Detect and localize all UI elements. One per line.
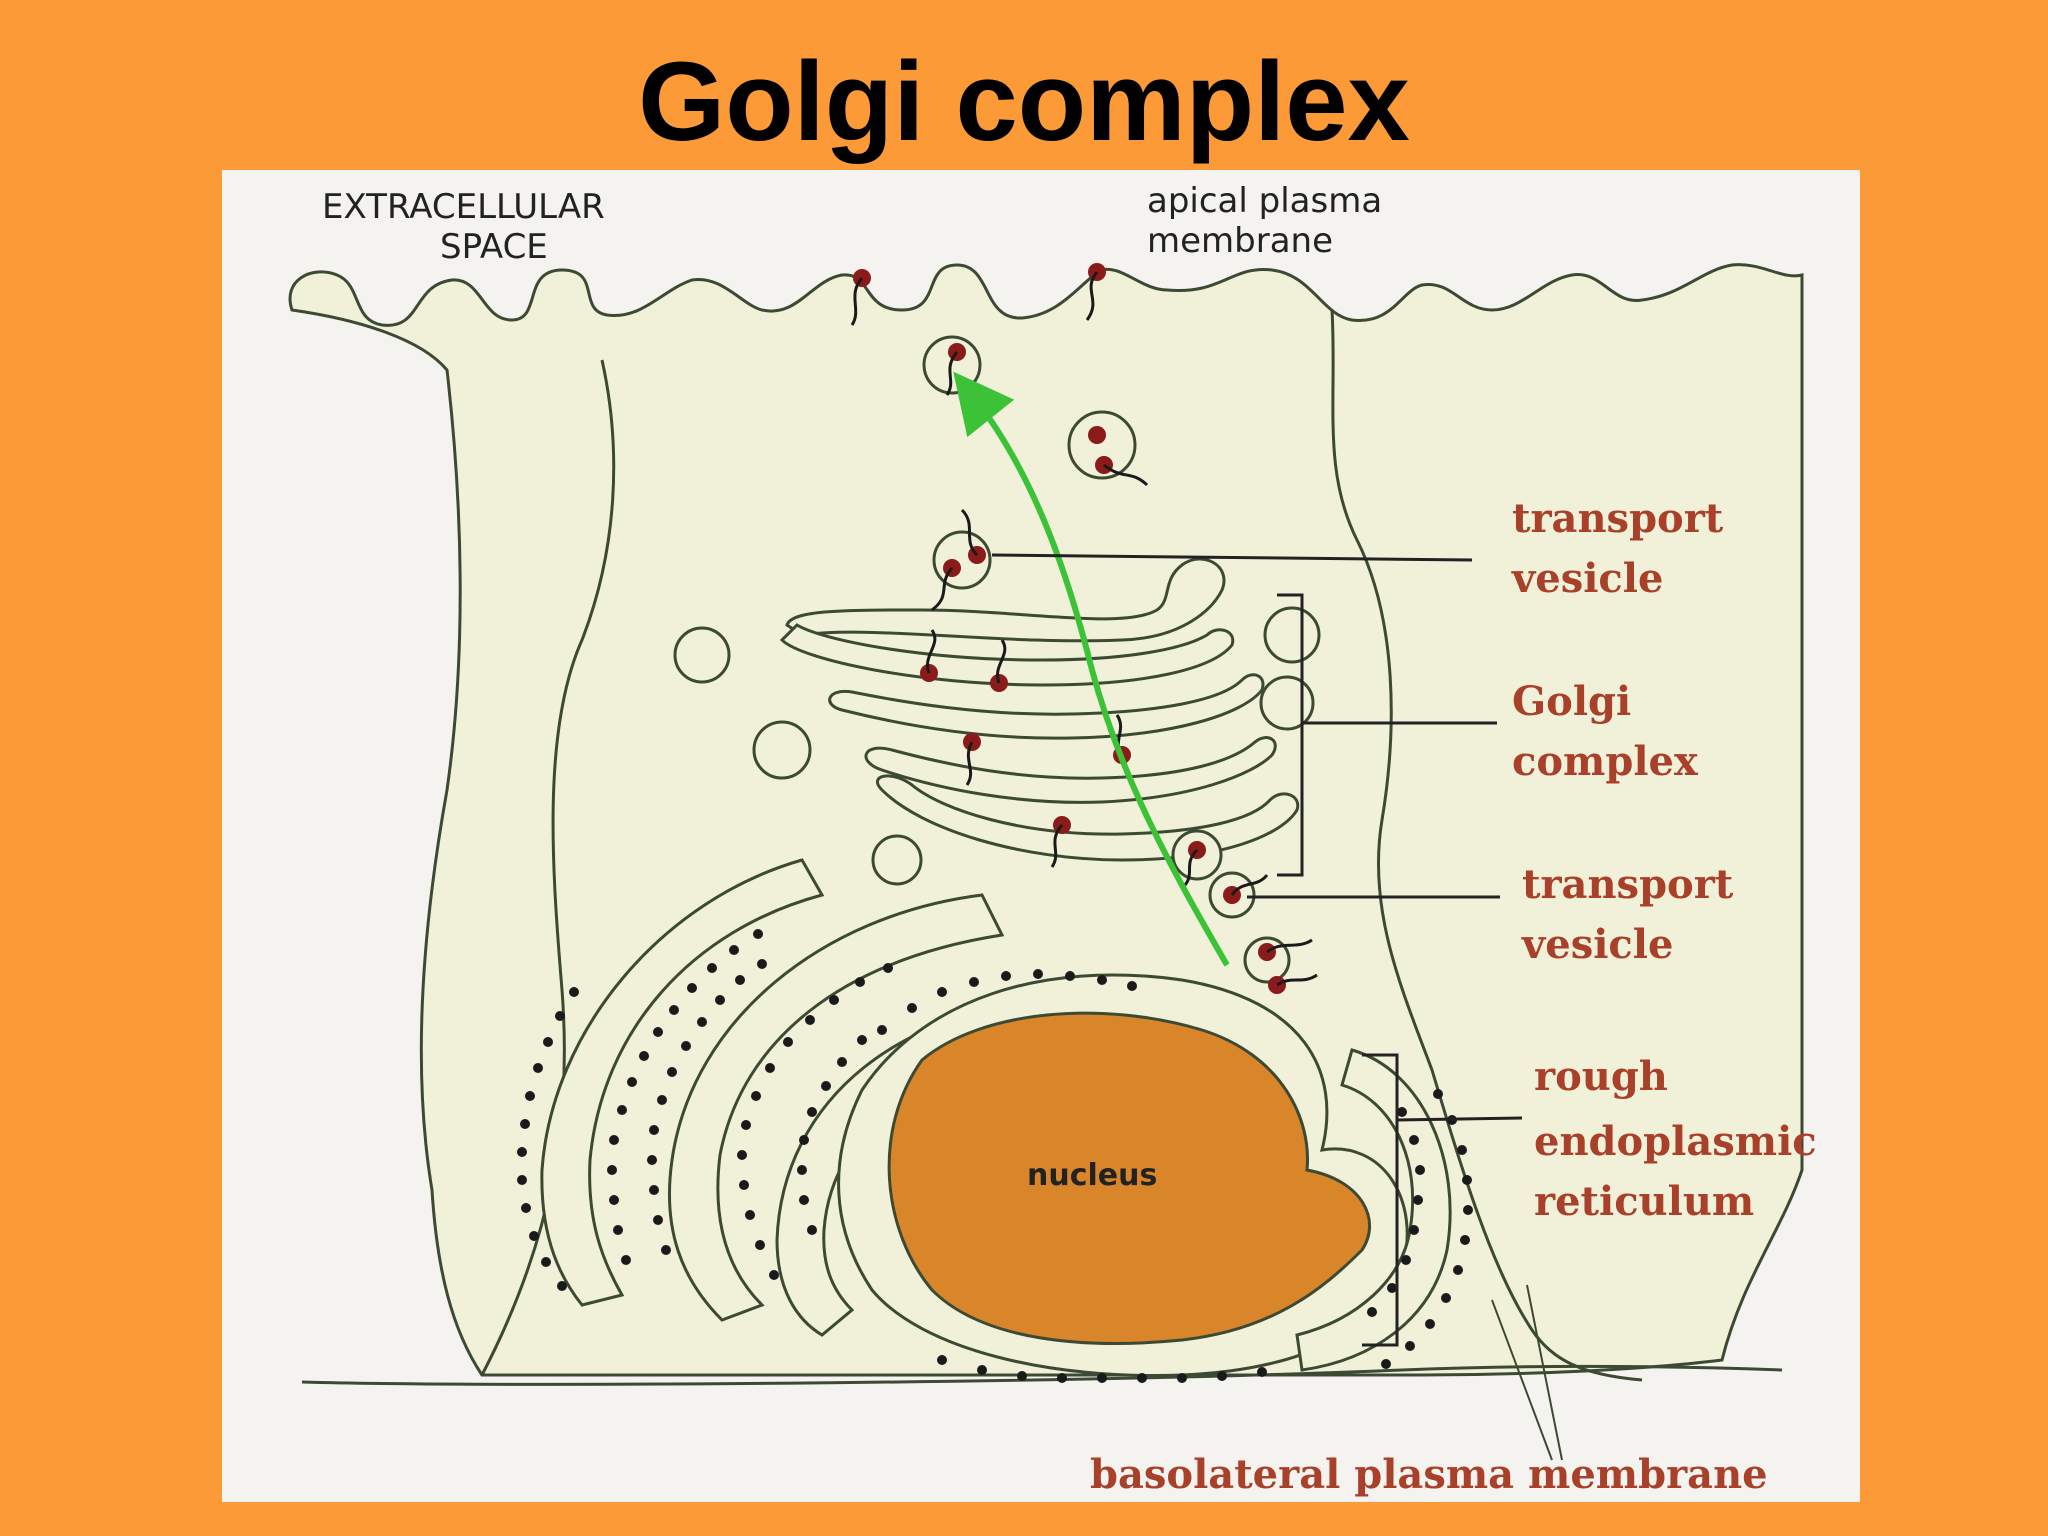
transport-vesicle-top-label-line1: transport bbox=[1512, 495, 1724, 542]
basolateral-baseline bbox=[301, 1364, 1783, 1386]
apical-membrane-label-line1: apical plasma bbox=[1147, 181, 1382, 221]
basolateral-pointer-2 bbox=[1526, 1284, 1563, 1461]
rer-cisterna-right bbox=[1295, 1048, 1452, 1372]
extracellular-space-label-line2: SPACE bbox=[440, 227, 548, 267]
golgi-bracket bbox=[1277, 593, 1497, 877]
golgi-diagram-svg: nucleus bbox=[288, 181, 1817, 1498]
golgi-complex-label-line2: complex bbox=[1512, 738, 1699, 785]
right-cell-boundary bbox=[1330, 309, 1643, 1382]
rer-bracket bbox=[1362, 1053, 1523, 1347]
transport-vesicle-bottom-label-line1: transport bbox=[1522, 861, 1734, 908]
transport-vesicle-top-label-line2: vesicle bbox=[1511, 555, 1663, 602]
golgi-cisterna-2 bbox=[779, 623, 1235, 687]
rer-label-line2: endoplasmic bbox=[1534, 1118, 1817, 1165]
slide-title: Golgi complex bbox=[638, 39, 1410, 164]
golgi-cisterna-4 bbox=[864, 736, 1277, 804]
nucleus-label: nucleus bbox=[1027, 1158, 1157, 1193]
ribosomes bbox=[517, 929, 1473, 1383]
golgi-complex-label-line1: Golgi bbox=[1512, 678, 1631, 725]
golgi-cisterna-1 bbox=[785, 557, 1226, 643]
basolateral-membrane-label: basolateral plasma membrane bbox=[1090, 1451, 1768, 1498]
secretory-pathway-arrow bbox=[953, 371, 1230, 967]
nucleus bbox=[887, 1011, 1372, 1345]
golgi-cisterna-3 bbox=[828, 673, 1265, 740]
cell-body bbox=[288, 263, 1804, 1377]
extracellular-space-label-line1: EXTRACELLULAR bbox=[322, 187, 605, 227]
rer-label-line1: rough bbox=[1534, 1053, 1668, 1100]
transport-vesicle-top-leader bbox=[991, 553, 1473, 562]
basolateral-pointer-1 bbox=[1491, 1299, 1553, 1461]
rer-cisterna-middle bbox=[668, 893, 1005, 1322]
rer-cisterna-outer bbox=[540, 858, 825, 1307]
golgi-diagram: nucleus bbox=[222, 170, 1860, 1502]
apical-membrane-label-line2: membrane bbox=[1147, 221, 1333, 261]
small-vesicles bbox=[673, 335, 1321, 984]
rer-label-line3: reticulum bbox=[1534, 1178, 1754, 1225]
transport-vesicle-bottom-label-line2: vesicle bbox=[1521, 921, 1673, 968]
